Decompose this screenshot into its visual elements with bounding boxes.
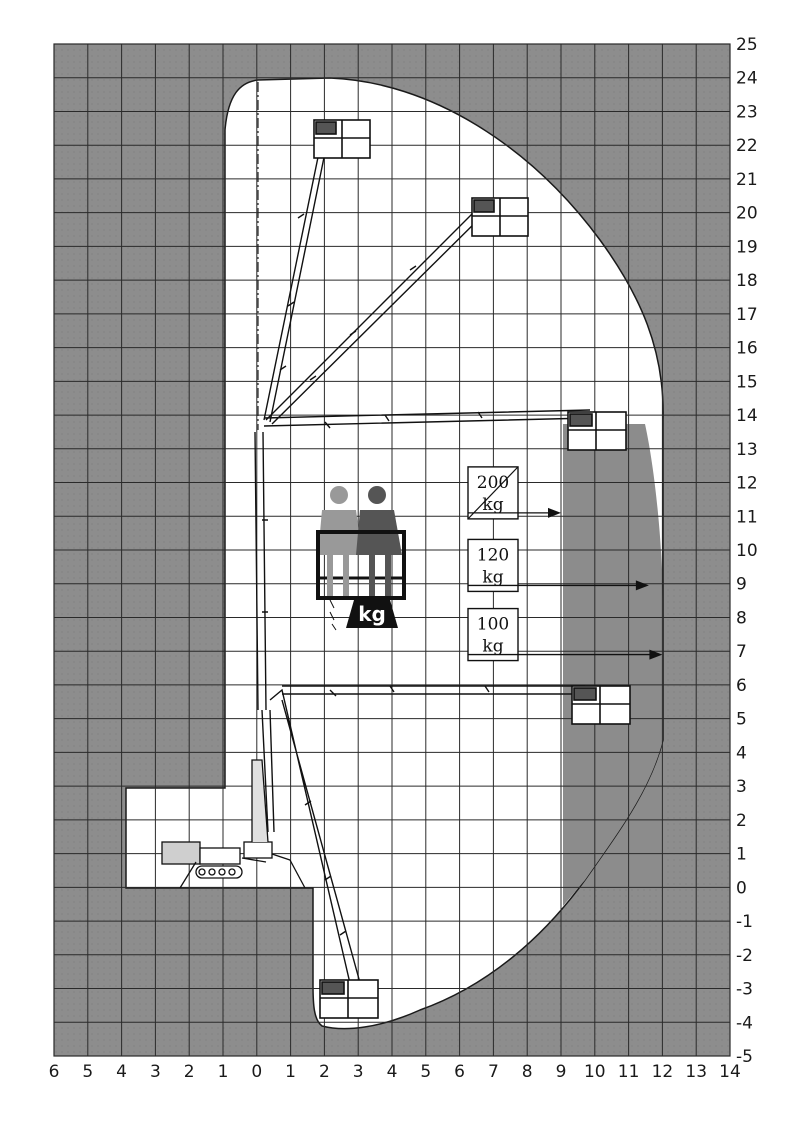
y-tick-label: 21 xyxy=(736,170,758,190)
load-label-unit: kg xyxy=(482,567,503,587)
load-label-box xyxy=(467,607,519,662)
y-tick-label: -3 xyxy=(736,980,753,1000)
x-tick-label: 12 xyxy=(652,1062,674,1082)
x-tick-label: 1 xyxy=(285,1062,296,1082)
y-tick-label: 9 xyxy=(736,575,747,595)
y-tick-label: 14 xyxy=(736,406,758,426)
x-tick-label: 7 xyxy=(488,1062,499,1082)
x-tick-label: 8 xyxy=(522,1062,533,1082)
x-tick-label: 10 xyxy=(584,1062,606,1082)
y-tick-label: 12 xyxy=(736,474,758,494)
spider-lift-base-icon xyxy=(161,759,306,889)
x-tick-label: 4 xyxy=(116,1062,127,1082)
load-label-value: 120 xyxy=(477,545,509,565)
y-axis-ticks: 2524232221201918171615141312111098765432… xyxy=(736,35,758,1067)
x-tick-label: 13 xyxy=(685,1062,707,1082)
load-label-value: 100 xyxy=(477,615,509,635)
y-tick-label: 11 xyxy=(736,507,758,527)
kg-weight-badge: kg xyxy=(346,600,398,628)
x-tick-label: 4 xyxy=(387,1062,398,1082)
x-tick-label: 3 xyxy=(353,1062,364,1082)
y-tick-label: 13 xyxy=(736,440,758,460)
y-tick-label: 0 xyxy=(736,878,747,898)
y-tick-label: 10 xyxy=(736,541,758,561)
boom-positions xyxy=(254,127,591,993)
y-tick-label: 22 xyxy=(736,136,758,156)
x-tick-label: 14 xyxy=(719,1062,741,1082)
load-arrow-head xyxy=(548,507,561,518)
y-tick-label: 5 xyxy=(736,710,747,730)
load-label-unit: kg xyxy=(482,495,503,515)
kg-badge-text: kg xyxy=(358,602,386,626)
y-tick-label: -5 xyxy=(736,1047,753,1067)
y-tick-label: 8 xyxy=(736,608,747,628)
y-tick-label: 19 xyxy=(736,237,758,257)
x-tick-label: 0 xyxy=(251,1062,262,1082)
load-arrow-head xyxy=(635,580,649,591)
platform-icons xyxy=(313,119,631,1019)
y-tick-label: 2 xyxy=(736,811,747,831)
x-tick-label: 5 xyxy=(82,1062,93,1082)
y-tick-label: 20 xyxy=(736,204,758,224)
y-tick-label: 4 xyxy=(736,743,747,763)
y-tick-label: 6 xyxy=(736,676,747,696)
x-tick-label: 9 xyxy=(556,1062,567,1082)
load-arrow-head xyxy=(649,649,663,660)
y-tick-label: 7 xyxy=(736,642,747,662)
y-tick-label: 24 xyxy=(736,69,758,89)
load-label-unit: kg xyxy=(482,637,503,657)
x-tick-label: 1 xyxy=(218,1062,229,1082)
y-tick-label: -2 xyxy=(736,946,753,966)
x-tick-label: 6 xyxy=(49,1062,60,1082)
grid-frame xyxy=(53,43,731,1057)
y-tick-label: 17 xyxy=(736,305,758,325)
y-tick-label: 25 xyxy=(736,35,758,55)
load-label-value: 200 xyxy=(477,473,509,493)
load-label-strike xyxy=(467,466,519,520)
load-label-box xyxy=(467,538,519,593)
x-tick-label: 5 xyxy=(420,1062,431,1082)
two-workers-icon xyxy=(316,486,406,631)
restricted-overlay xyxy=(563,424,663,906)
y-tick-label: -4 xyxy=(736,1013,753,1033)
x-tick-label: 11 xyxy=(618,1062,640,1082)
x-tick-label: 6 xyxy=(454,1062,465,1082)
y-tick-label: 18 xyxy=(736,271,758,291)
y-tick-label: 1 xyxy=(736,845,747,865)
x-tick-label: 2 xyxy=(184,1062,195,1082)
y-tick-label: 23 xyxy=(736,102,758,122)
y-tick-label: 16 xyxy=(736,339,758,359)
y-tick-label: 3 xyxy=(736,777,747,797)
x-tick-label: 2 xyxy=(319,1062,330,1082)
x-tick-label: 3 xyxy=(150,1062,161,1082)
y-tick-label: -1 xyxy=(736,912,753,932)
y-tick-label: 15 xyxy=(736,372,758,392)
